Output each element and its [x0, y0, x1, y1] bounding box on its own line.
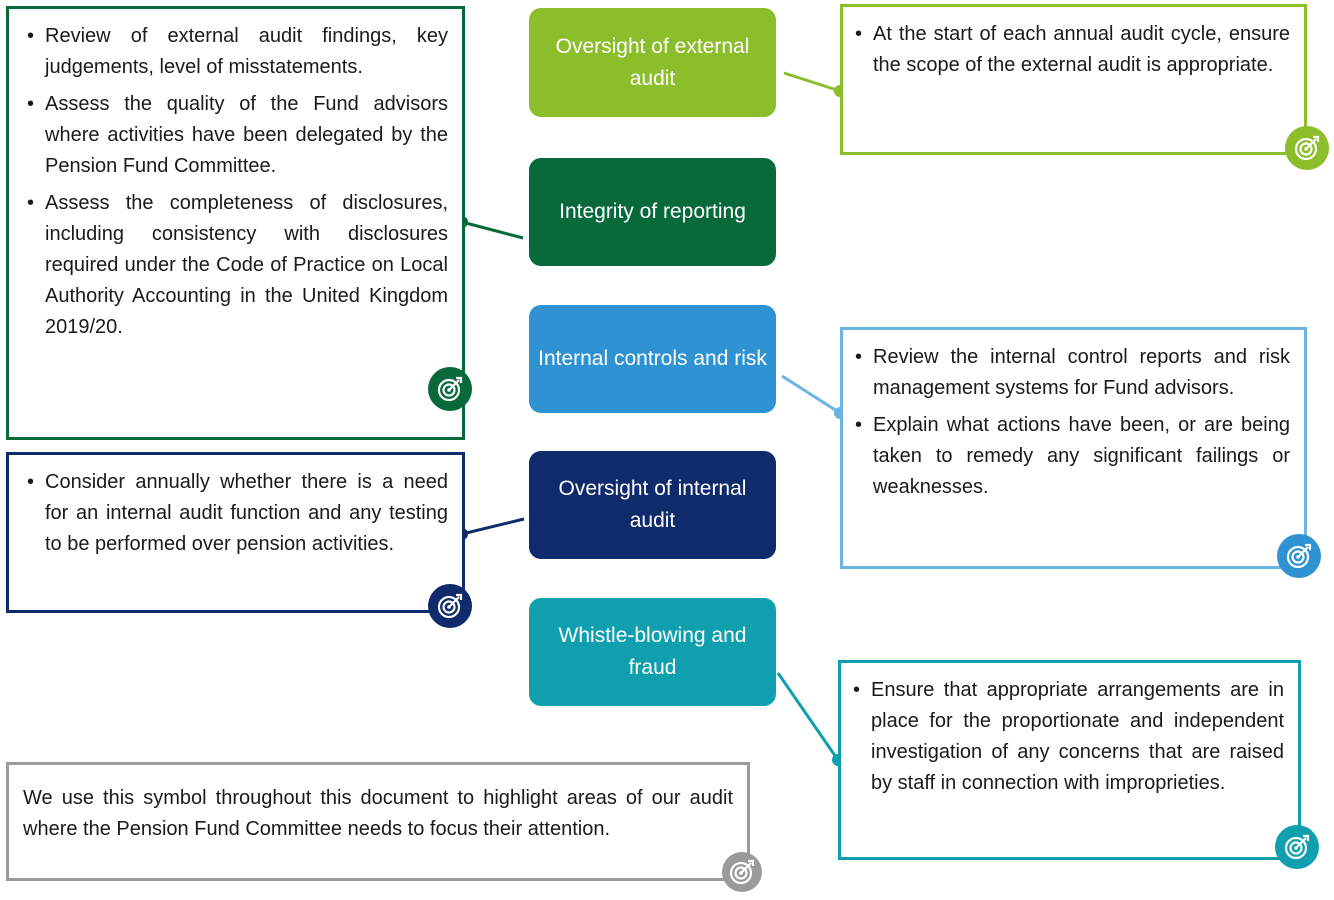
internal-audit-bullet: Consider annually whether there is a nee…	[25, 467, 448, 560]
category-internal-controls: Internal controls and risk	[529, 305, 776, 413]
reporting-bullet: Assess the quality of the Fund advisors …	[25, 89, 448, 182]
connector-whistle	[776, 672, 844, 766]
symbol-note-text: We use this symbol throughout this docum…	[23, 787, 733, 840]
target-icon	[1275, 825, 1319, 869]
internal-audit-bullets: Consider annually whether there is a nee…	[25, 467, 448, 560]
internal-audit-detail-box: Consider annually whether there is a nee…	[6, 452, 465, 613]
reporting-bullet: Review of external audit findings, key j…	[25, 21, 448, 83]
whistle-blowing-detail-box: Ensure that appropriate arrangements are…	[838, 660, 1301, 860]
target-icon	[1277, 534, 1321, 578]
connector-controls	[781, 374, 846, 419]
external-audit-bullets: At the start of each annual audit cycle,…	[853, 19, 1290, 81]
reporting-bullets: Review of external audit findings, key j…	[25, 21, 448, 343]
internal-controls-detail-box: Review the internal control reports and …	[840, 327, 1307, 569]
target-icon	[1285, 126, 1329, 170]
external-audit-detail-box: At the start of each annual audit cycle,…	[840, 4, 1307, 155]
whistle-blowing-bullets: Ensure that appropriate arrangements are…	[851, 675, 1284, 799]
target-icon	[428, 367, 472, 411]
connector-reporting	[456, 216, 524, 240]
connector-internal-audit	[456, 517, 525, 540]
category-internal-audit: Oversight of internal audit	[529, 451, 776, 559]
category-whistle-blowing: Whistle-blowing and fraud	[529, 598, 776, 706]
reporting-bullet: Assess the completeness of disclosures, …	[25, 188, 448, 343]
category-integrity-of-reporting: Integrity of reporting	[529, 158, 776, 266]
external-audit-bullet: At the start of each annual audit cycle,…	[853, 19, 1290, 81]
target-icon	[428, 584, 472, 628]
category-external-audit: Oversight of external audit	[529, 8, 776, 117]
internal-controls-bullet: Explain what actions have been, or are b…	[853, 410, 1290, 503]
target-icon	[722, 852, 762, 892]
symbol-note-box: We use this symbol throughout this docum…	[6, 762, 750, 881]
internal-controls-bullet: Review the internal control reports and …	[853, 342, 1290, 404]
whistle-blowing-bullet: Ensure that appropriate arrangements are…	[851, 675, 1284, 799]
reporting-detail-box: Review of external audit findings, key j…	[6, 6, 465, 440]
internal-controls-bullets: Review the internal control reports and …	[853, 342, 1290, 503]
connector-external	[783, 71, 846, 97]
